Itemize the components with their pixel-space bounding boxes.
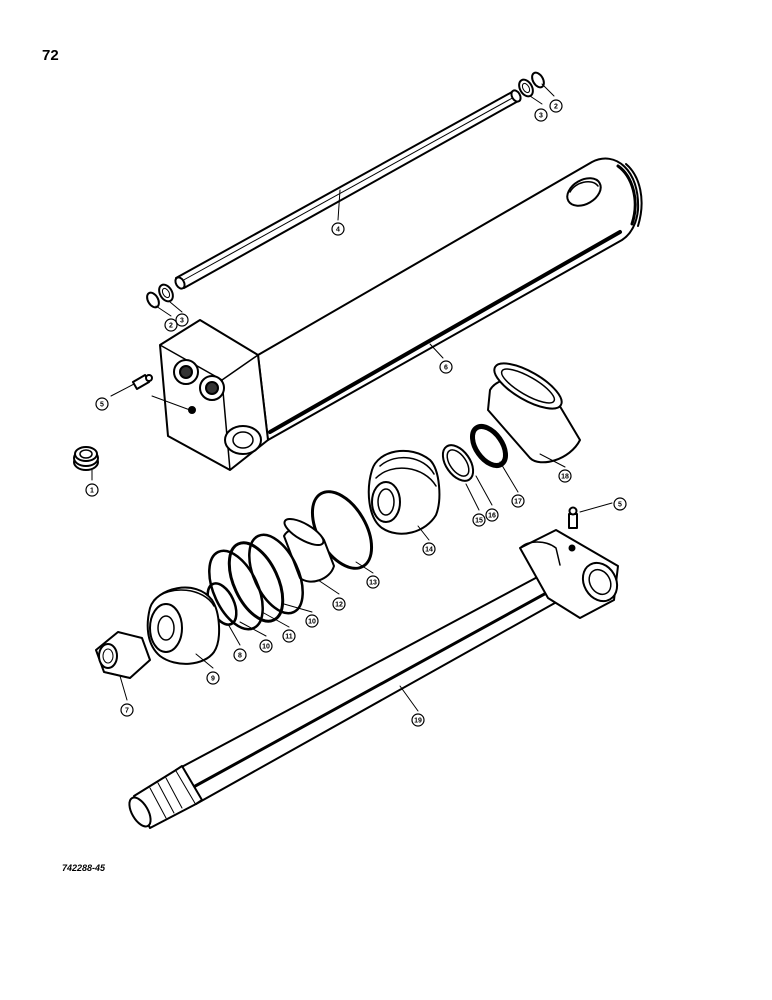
part-gland bbox=[367, 450, 441, 535]
callout-circle bbox=[558, 469, 572, 483]
callout-label: 5 bbox=[100, 402, 104, 409]
callout-5: 5 bbox=[613, 497, 627, 511]
callout-label: 13 bbox=[369, 580, 377, 587]
callout-6: 6 bbox=[439, 360, 453, 374]
callout-16: 16 bbox=[485, 508, 499, 522]
callout-label: 14 bbox=[425, 547, 433, 554]
part-backup-ring-left bbox=[158, 283, 174, 303]
part-grease-fitting-lower bbox=[568, 506, 578, 529]
callout-label: 8 bbox=[238, 653, 242, 660]
callout-circle bbox=[95, 397, 109, 411]
callout-circle bbox=[175, 313, 189, 327]
callout-2: 2 bbox=[164, 318, 178, 332]
callout-label: 6 bbox=[444, 365, 448, 372]
page-number: 72 bbox=[42, 47, 59, 64]
callout-circle bbox=[411, 713, 425, 727]
callout-8: 8 bbox=[233, 648, 247, 662]
callout-circle bbox=[259, 639, 273, 653]
callout-label: 3 bbox=[180, 318, 184, 325]
callout-circle bbox=[120, 703, 134, 717]
part-piston-seal bbox=[227, 541, 285, 623]
part-spacer bbox=[283, 518, 335, 583]
callout-circle bbox=[613, 497, 627, 511]
callout-19: 19 bbox=[411, 713, 425, 727]
part-rod-seal bbox=[441, 444, 475, 482]
callout-circle bbox=[282, 629, 296, 643]
callout-circle bbox=[233, 648, 247, 662]
callout-11: 11 bbox=[282, 629, 296, 643]
callout-label: 4 bbox=[336, 227, 340, 234]
callout-label: 9 bbox=[211, 676, 215, 683]
leader-lines bbox=[91, 83, 613, 712]
callout-label: 10 bbox=[308, 619, 316, 626]
callout-label: 7 bbox=[125, 708, 129, 715]
figure-id: 742288-45 bbox=[62, 863, 106, 873]
part-o-ring-right bbox=[531, 71, 545, 89]
callout-circle bbox=[485, 508, 499, 522]
part-nut bbox=[95, 631, 151, 679]
part-piston bbox=[146, 586, 220, 665]
callout-circle bbox=[366, 575, 380, 589]
callout-10: 10 bbox=[305, 614, 319, 628]
callout-14: 14 bbox=[422, 542, 436, 556]
callout-circle bbox=[511, 494, 525, 508]
callout-label: 10 bbox=[262, 644, 270, 651]
callout-label: 2 bbox=[554, 104, 558, 111]
callout-circle bbox=[439, 360, 453, 374]
callout-circle bbox=[331, 222, 345, 236]
callout-circle bbox=[305, 614, 319, 628]
callout-label: 18 bbox=[561, 474, 569, 481]
callout-label: 12 bbox=[335, 602, 343, 609]
callout-label: 1 bbox=[90, 488, 94, 495]
part-plug bbox=[73, 446, 99, 471]
callout-1: 1 bbox=[85, 483, 99, 497]
callout-17: 17 bbox=[511, 494, 525, 508]
callout-circle bbox=[164, 318, 178, 332]
callout-label: 17 bbox=[514, 499, 522, 506]
callout-13: 13 bbox=[366, 575, 380, 589]
callout-label: 3 bbox=[539, 113, 543, 120]
callout-circle bbox=[534, 108, 548, 122]
part-cylinder-barrel bbox=[159, 157, 643, 471]
callout-10: 10 bbox=[259, 639, 273, 653]
callout-label: 5 bbox=[618, 502, 622, 509]
callout-circle bbox=[472, 513, 486, 527]
part-tube bbox=[174, 89, 522, 290]
callout-5: 5 bbox=[95, 397, 109, 411]
callout-circle bbox=[85, 483, 99, 497]
callout-12: 12 bbox=[332, 597, 346, 611]
callout-label: 19 bbox=[414, 718, 422, 725]
callout-7: 7 bbox=[120, 703, 134, 717]
callout-label: 2 bbox=[169, 323, 173, 330]
callout-2: 2 bbox=[549, 99, 563, 113]
callout-3: 3 bbox=[175, 313, 189, 327]
part-piston-rod bbox=[128, 529, 619, 829]
callout-15: 15 bbox=[472, 513, 486, 527]
callout-circle bbox=[422, 542, 436, 556]
part-grease-fitting-upper bbox=[131, 374, 153, 390]
callout-3: 3 bbox=[534, 108, 548, 122]
part-backup-ring-10b bbox=[208, 549, 264, 631]
callout-circle bbox=[332, 597, 346, 611]
callout-label: 15 bbox=[475, 518, 483, 525]
callout-label: 16 bbox=[488, 513, 496, 520]
part-head bbox=[487, 362, 581, 464]
callout-9: 9 bbox=[206, 671, 220, 685]
callout-18: 18 bbox=[558, 469, 572, 483]
callout-4: 4 bbox=[331, 222, 345, 236]
callout-label: 11 bbox=[285, 634, 293, 641]
callout-circle bbox=[549, 99, 563, 113]
callout-circle bbox=[206, 671, 220, 685]
